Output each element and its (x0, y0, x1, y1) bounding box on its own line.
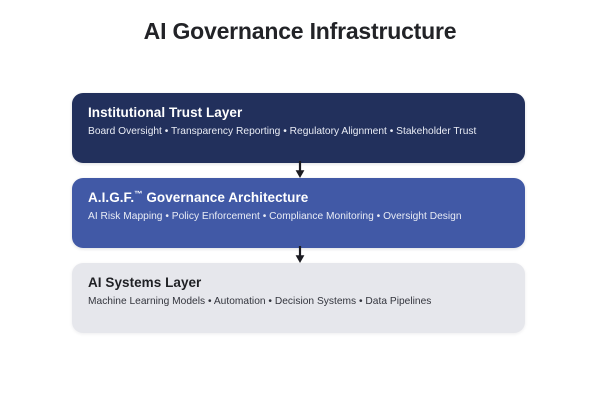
layer-title: A.I.G.F.™ Governance Architecture (88, 189, 509, 206)
page-title: AI Governance Infrastructure (143, 18, 457, 44)
layer-title: AI Systems Layer (88, 275, 202, 290)
layer-institutional-trust: Institutional Trust Layer Board Oversigh… (72, 93, 525, 163)
layer-items: Board Oversight • Transparency Reporting… (88, 126, 477, 137)
layer-aigf-governance-architecture: A.I.G.F.™ Governance Architecture AI Ris… (72, 178, 525, 248)
layer-items: AI Risk Mapping • Policy Enforcement • C… (88, 211, 462, 222)
layer-items: Machine Learning Models • Automation • D… (88, 296, 432, 307)
layer-title: Institutional Trust Layer (88, 105, 243, 120)
arrow-down-icon (290, 246, 310, 263)
layer-ai-systems: AI Systems Layer Machine Learning Models… (72, 263, 525, 333)
layer-title-suffix: Governance Architecture (142, 190, 309, 205)
trademark-icon: ™ (134, 188, 143, 199)
layer-title-prefix: A.I.G.F. (88, 190, 135, 205)
arrow-down-icon (290, 161, 310, 178)
